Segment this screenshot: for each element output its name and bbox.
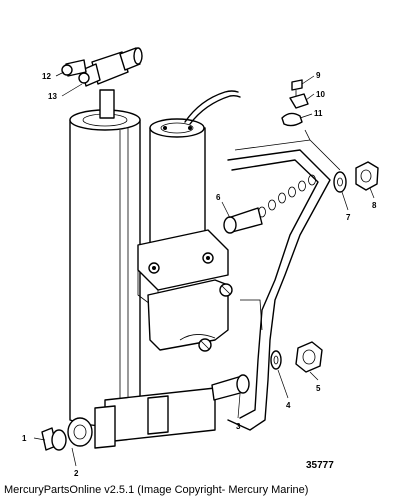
anchor-pin-assembly	[211, 341, 323, 401]
callout-4: 4	[286, 401, 291, 410]
callout-labels: 1 2 3 4 5 6 7 8 9 10 11 12 13	[22, 71, 377, 478]
callout-8: 8	[372, 201, 377, 210]
pump-motor	[149, 90, 241, 251]
trim-cylinder	[69, 109, 141, 427]
bracket-holes	[258, 174, 316, 218]
copyright-footer: MercuryPartsOnline v2.5.1 (Image Copyrig…	[4, 484, 309, 496]
callout-3: 3	[236, 422, 241, 431]
leader-lines	[33, 71, 375, 467]
callout-6: 6	[216, 193, 221, 202]
callout-10: 10	[316, 90, 325, 99]
callout-2: 2	[74, 469, 79, 478]
callout-12: 12	[42, 72, 51, 81]
figure-number: 35777	[306, 460, 334, 471]
callout-1: 1	[22, 434, 27, 443]
callout-5: 5	[316, 384, 321, 393]
callout-13: 13	[48, 92, 57, 101]
lower-manifold	[67, 387, 216, 449]
callout-7: 7	[346, 213, 351, 222]
upper-pin-assembly	[223, 161, 379, 234]
callout-11: 11	[314, 109, 323, 118]
top-fitting	[61, 47, 143, 119]
callout-9: 9	[316, 71, 321, 80]
pump-base	[137, 229, 233, 352]
bottom-pin-assembly	[41, 427, 67, 451]
screw-and-clip	[281, 79, 309, 127]
